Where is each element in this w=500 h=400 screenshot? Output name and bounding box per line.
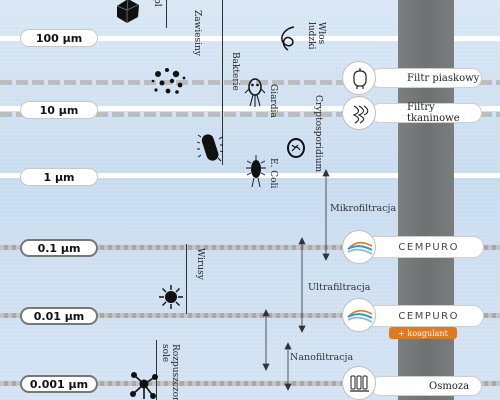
scale-label-100um: 100 µm — [20, 29, 98, 47]
cempuro-box-2: CEMPURO — [362, 305, 484, 327]
scale-label-0.1um: 0.1 µm — [20, 239, 98, 257]
fabric-filters-box: Filtry tkaninowe — [370, 102, 482, 124]
scale-band-0.1um — [0, 245, 500, 250]
scale-band-0.01um — [0, 313, 500, 318]
cempuro-logo-circle-1 — [342, 230, 376, 264]
cempuro-logo-circle-2 — [342, 298, 376, 332]
cempuro-box-1: CEMPURO — [362, 236, 484, 258]
pl-range-line — [166, 0, 167, 28]
scale-label-0.01um: 0.01 µm — [20, 307, 98, 325]
hair-icon — [281, 26, 295, 51]
cempuro-label-1: CEMPURO — [398, 241, 459, 253]
label-mikrofiltracja: Mikrofiltracja — [330, 203, 397, 214]
label-nanofiltracja: Nanofiltracja — [290, 352, 354, 363]
scale-band-0.001um — [0, 381, 500, 386]
scale-band-100um — [0, 36, 500, 41]
scale-label-1um: 1 µm — [20, 168, 98, 186]
osmosis-circle — [342, 366, 376, 400]
dissolved-salt-molecule-icon — [130, 372, 158, 399]
coagulant-badge: + koagulant — [389, 327, 457, 339]
bacteria-icon — [196, 134, 224, 162]
cube-particle-icon — [116, 0, 139, 23]
cryptosporidium-icon — [287, 138, 305, 158]
suspended-particles-icon — [151, 68, 186, 94]
osmosis-box: Osmoza — [370, 376, 482, 396]
fabric-filter-icon — [352, 105, 369, 124]
osmosis-unit-icon — [350, 375, 369, 392]
cempuro-label-2: CEMPURO — [398, 310, 459, 322]
scale-label-10um: 10 µm — [20, 101, 98, 119]
zawiesiny-range-line — [222, 0, 223, 165]
sand-filter-circle — [342, 61, 376, 95]
scale-band-10um — [0, 106, 500, 111]
sand-filter-tank-icon — [353, 68, 367, 89]
sand-filter-label: Filtr piaskowy — [407, 72, 480, 84]
fabric-filter-dash-line — [0, 112, 500, 117]
cempuro-wave-icon — [347, 241, 373, 255]
label-ultrafiltracja: Ultrafiltracja — [308, 282, 371, 293]
osmosis-label: Osmoza — [429, 380, 470, 392]
sand-filter-box: Filtr piaskowy — [370, 68, 482, 88]
virus-icon — [159, 285, 183, 309]
cempuro-wave-icon — [347, 309, 373, 323]
wirusy-range-line — [186, 244, 187, 314]
fabric-filters-label: Filtry tkaninowe — [407, 102, 460, 124]
sole-range-line — [156, 340, 157, 400]
scale-label-0.001um: 0.001 µm — [20, 375, 98, 393]
scale-band-1um — [0, 173, 500, 178]
ecoli-icon — [246, 155, 266, 188]
fabric-filter-circle — [342, 96, 376, 130]
giardia-icon — [244, 78, 266, 107]
